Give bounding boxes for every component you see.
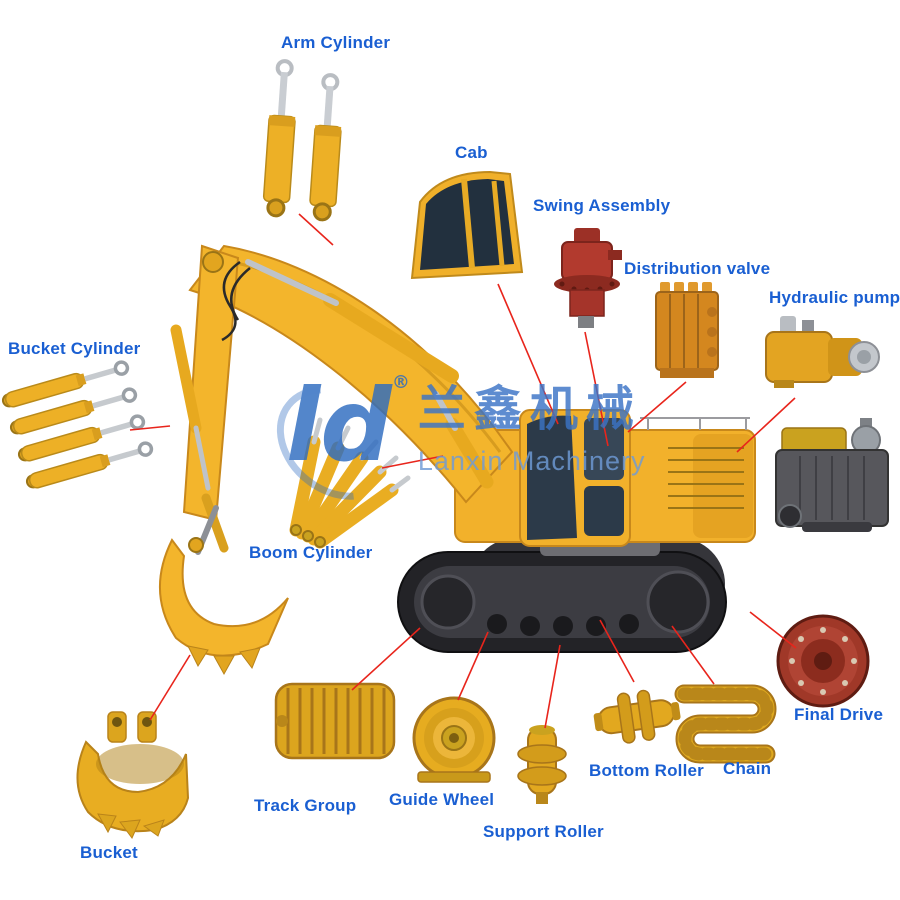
label-bucket: Bucket bbox=[80, 843, 138, 862]
label-bottom-roller: Bottom Roller bbox=[589, 761, 704, 780]
label-guide-wheel: Guide Wheel bbox=[389, 790, 495, 809]
leader-lines bbox=[129, 213, 797, 729]
excavator-illustration bbox=[158, 244, 756, 676]
support-roller-image bbox=[517, 725, 567, 804]
excavator-cab bbox=[519, 409, 631, 547]
guide-wheel-image bbox=[412, 696, 496, 783]
leader-bottom-roller bbox=[599, 619, 635, 683]
excavator-bucket bbox=[158, 537, 289, 676]
leader-final-drive bbox=[749, 611, 797, 649]
label-support-roller: Support Roller bbox=[483, 822, 604, 841]
label-hydraulic-pump: Hydraulic pump bbox=[769, 288, 900, 307]
leader-track-group bbox=[351, 627, 421, 691]
leader-cab bbox=[497, 283, 559, 425]
track-group-image bbox=[274, 682, 396, 760]
bucket-cylinder-image bbox=[1, 360, 154, 489]
label-swing-assembly: Swing Assembly bbox=[533, 196, 671, 215]
bottom-roller-image bbox=[593, 689, 681, 744]
engine-image bbox=[775, 418, 889, 532]
excavator-boom-cylinder bbox=[433, 391, 494, 489]
label-arm-cylinder: Arm Cylinder bbox=[281, 33, 391, 52]
arm-cylinder-image bbox=[262, 59, 342, 222]
excavator-hoses bbox=[221, 260, 251, 342]
distribution-valve-image bbox=[655, 282, 719, 378]
leader-chain bbox=[671, 625, 715, 685]
chain-image bbox=[674, 684, 777, 764]
label-final-drive: Final Drive bbox=[794, 705, 884, 724]
bucket-image bbox=[76, 711, 190, 839]
leader-bucket bbox=[149, 654, 191, 721]
label-bucket-cylinder: Bucket Cylinder bbox=[8, 339, 141, 358]
hydraulic-pump-image bbox=[765, 316, 880, 388]
swing-assembly-image bbox=[554, 228, 622, 328]
label-chain: Chain bbox=[723, 759, 772, 778]
label-boom-cylinder: Boom Cylinder bbox=[249, 543, 373, 562]
excavator-arm-cylinder bbox=[245, 259, 459, 383]
label-cab: Cab bbox=[455, 143, 488, 162]
leader-distribution-valve bbox=[627, 381, 687, 433]
boom-cylinder-image bbox=[289, 417, 411, 549]
leader-bucket-cylinder bbox=[129, 425, 171, 431]
cab-image bbox=[410, 170, 524, 280]
label-distribution-valve: Distribution valve bbox=[624, 259, 771, 278]
leader-swing-assembly bbox=[584, 331, 609, 447]
leader-hydraulic-pump bbox=[736, 397, 796, 453]
leader-guide-wheel bbox=[457, 631, 489, 701]
final-drive-image bbox=[776, 614, 870, 708]
excavator-arm-pivot bbox=[202, 251, 224, 273]
leader-boom-cylinder bbox=[381, 455, 444, 469]
excavator-tracks bbox=[397, 538, 727, 653]
excavator-bucket-cylinder bbox=[170, 324, 211, 491]
leader-arm-cylinder bbox=[298, 213, 334, 246]
leader-support-roller bbox=[544, 644, 561, 729]
label-track-group: Track Group bbox=[254, 796, 357, 815]
